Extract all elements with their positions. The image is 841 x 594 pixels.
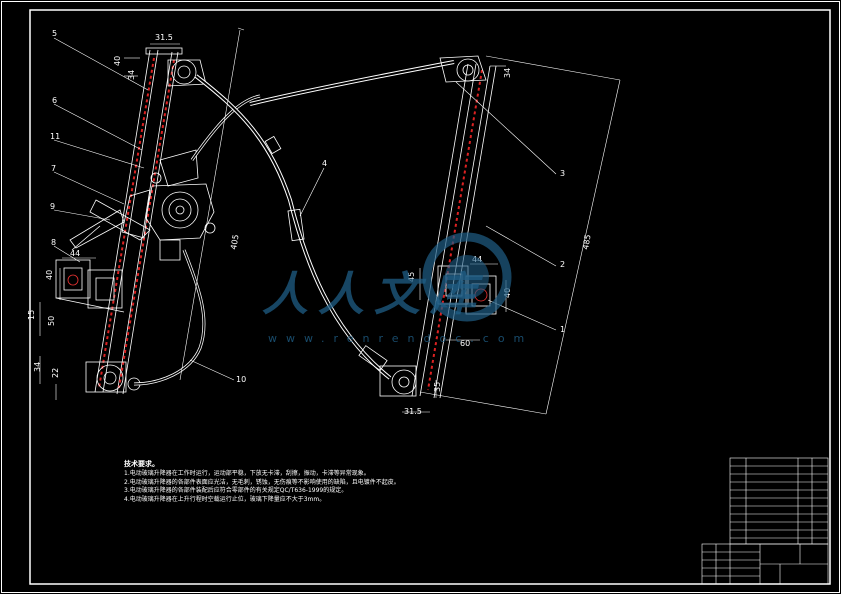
callout-3: 3 xyxy=(560,169,565,178)
callout-2: 2 xyxy=(560,260,565,269)
left-slider-bracket xyxy=(55,259,125,313)
callout-8: 8 xyxy=(51,238,56,247)
dimension-9: 22 xyxy=(51,368,60,378)
note-line-3: 3.电动玻璃升降器的各部件装配后应符合零部件的有关规定QC/T636-1999的… xyxy=(124,487,348,495)
dimension-14: 40 xyxy=(503,288,512,298)
callout-11: 11 xyxy=(50,132,60,141)
technical-requirements: 技术要求。 1.电动玻璃升降器在工作时运行，运动部平稳，下放无卡滞，刮擦，振动，… xyxy=(124,460,400,504)
callout-labels: 5 6 11 7 9 8 4 3 2 1 10 xyxy=(50,29,565,384)
note-line-4: 4.电动玻璃升降器在上升行程时空载运行止位，玻璃下降量应不大于3mm。 xyxy=(124,495,326,503)
callout-6: 6 xyxy=(52,96,57,105)
left-cable xyxy=(133,94,261,386)
dimension-16: 35 xyxy=(433,382,442,392)
dimension-3: 405 xyxy=(229,234,241,251)
callout-10: 10 xyxy=(236,375,246,384)
dimension-lines xyxy=(39,27,621,415)
dimension-7: 44 xyxy=(70,249,80,258)
note-line-1: 1.电动玻璃升降器在工作时运行，运动部平稳，下放无卡滞，刮擦，振动，卡滞等异常现… xyxy=(124,470,370,478)
callout-7: 7 xyxy=(51,164,56,173)
dimension-5: 15 xyxy=(27,310,36,320)
right-top-pulley xyxy=(439,55,487,83)
title-block xyxy=(701,457,829,585)
dimension-4: 40 xyxy=(45,270,54,280)
dimension-11: 34 xyxy=(503,68,512,78)
callout-1: 1 xyxy=(560,325,565,334)
callout-9: 9 xyxy=(50,202,55,211)
motor-assembly xyxy=(69,149,216,261)
dimension-15: 60 xyxy=(460,339,470,348)
callout-5: 5 xyxy=(52,29,57,38)
note-line-2: 2.电动玻璃升降器的各部件表面应光洁，无毛刺，锈蚀，无伤痕等不影响使用的缺陷，且… xyxy=(124,478,400,486)
leader-lines xyxy=(53,37,557,381)
right-bottom-pulley xyxy=(379,365,417,397)
dimension-1: 40 xyxy=(113,56,122,66)
callout-4: 4 xyxy=(322,159,327,168)
cross-cable xyxy=(194,60,455,380)
left-bottom-pulley xyxy=(85,361,141,393)
dimension-2: 34 xyxy=(127,70,136,80)
dimension-8: 34 xyxy=(33,362,42,372)
notes-title: 技术要求。 xyxy=(124,460,159,468)
dimension-6: 50 xyxy=(47,316,56,326)
dimension-10: 485 xyxy=(581,234,593,251)
dimension-17: 31.5 xyxy=(404,407,422,416)
dimension-12: 45 xyxy=(407,272,416,282)
right-guide-rail xyxy=(411,63,497,399)
left-guide-rail xyxy=(94,47,183,395)
inner-border xyxy=(29,9,831,585)
left-top-pulley xyxy=(167,59,207,87)
dimension-0: 31.5 xyxy=(155,33,173,42)
dimension-13: 44 xyxy=(472,255,482,264)
